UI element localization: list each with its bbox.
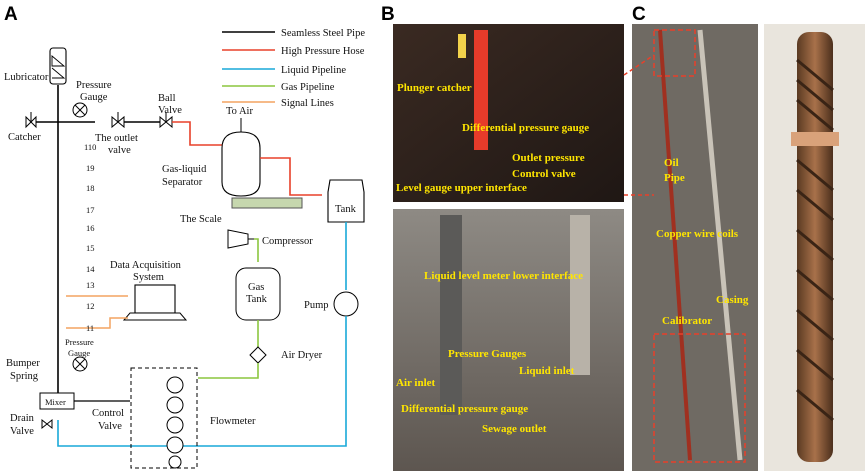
- control-valve-box: [130, 367, 198, 469]
- hose-to-separator: [172, 121, 222, 146]
- diff-gauge-top-label: Differential pressure gauge: [462, 122, 589, 134]
- photo-b-top: [393, 24, 624, 202]
- gas-tank-label-2: Tank: [246, 294, 268, 305]
- photo-c-rig: [632, 24, 758, 471]
- sewage-outlet-label: Sewage outlet: [482, 423, 547, 435]
- separator-icon: [221, 118, 261, 197]
- casing-label: Casing: [716, 294, 749, 306]
- scale-label: The Scale: [180, 214, 222, 225]
- air-inlet-label: Air inlet: [396, 377, 436, 389]
- legend: Seamless Steel Pipe High Pressure Hose L…: [222, 28, 365, 109]
- daq-label-2: System: [133, 272, 164, 283]
- flowmeter-array: [166, 376, 184, 469]
- panel-label-b: B: [381, 4, 395, 25]
- outlet-valve-label: The outlet: [95, 133, 138, 144]
- laptop-icon: [122, 284, 188, 321]
- scale-11: 11: [86, 323, 94, 333]
- legend-steel: Seamless Steel Pipe: [281, 28, 365, 39]
- diff-gauge-bottom-label: Differential pressure gauge: [401, 403, 528, 415]
- bumper-label-2: Spring: [10, 371, 39, 382]
- separator-label-2: Separator: [162, 177, 203, 188]
- pressure-gauges-label: Pressure Gauges: [448, 348, 527, 360]
- outlet-pressure-label: Outlet pressure: [512, 152, 585, 164]
- scale-15: 15: [86, 243, 95, 253]
- plunger-rod: [791, 32, 839, 462]
- ball-valve-label-2: Valve: [158, 105, 182, 116]
- pressure-gauge-label-2: Gauge: [80, 92, 108, 103]
- scale-17: 17: [86, 205, 95, 215]
- pump-icon: [333, 291, 359, 317]
- pressure-gauge-label: Pressure: [76, 80, 112, 91]
- pipe-label: Pipe: [664, 172, 685, 184]
- level-upper-label: Level gauge upper interface: [396, 182, 527, 194]
- control-valve-label: Control: [92, 408, 124, 419]
- top-highlight-box: [653, 29, 696, 77]
- copper-coils-label: Copper wire coils: [656, 228, 739, 240]
- separator-label: Gas-liquid: [162, 164, 207, 175]
- pressure-gauge-bottom-label-2: Gauge: [68, 348, 90, 358]
- scale-16: 16: [86, 223, 95, 233]
- air-dryer-label: Air Dryer: [281, 350, 323, 361]
- ball-valve-icon: [159, 112, 173, 129]
- mixer-label: Mixer: [45, 397, 66, 407]
- bumper-label: Bumper: [6, 358, 40, 369]
- panel-label-c: C: [632, 4, 646, 25]
- tank-icon: [327, 179, 365, 223]
- scale-13: 13: [86, 280, 95, 290]
- catcher-label: Catcher: [8, 132, 41, 143]
- scale-14: 14: [86, 264, 95, 274]
- legend-liquid: Liquid Pipeline: [281, 65, 346, 76]
- legend-hose: High Pressure Hose: [281, 46, 365, 57]
- tank-label: Tank: [335, 204, 357, 215]
- compressor-label: Compressor: [262, 236, 313, 247]
- liquid-inlet-label: Liquid inlet: [519, 365, 575, 377]
- drain-label: Drain: [10, 413, 35, 424]
- plunger-catcher-label: Plunger catcher: [397, 82, 472, 94]
- lubricator-icon: [49, 47, 67, 85]
- pump-label: Pump: [304, 300, 329, 311]
- flowmeter-label: Flowmeter: [210, 416, 256, 427]
- legend-signal: Signal Lines: [281, 98, 334, 109]
- bottom-highlight-box: [653, 333, 746, 463]
- scale-12: 12: [86, 301, 95, 311]
- scale-110: 110: [84, 142, 96, 152]
- legend-gas: Gas Pipeline: [281, 82, 335, 93]
- compressor-icon: [227, 229, 249, 249]
- control-valve-photo-label: Control valve: [512, 168, 576, 180]
- drain-label-2: Valve: [10, 426, 34, 437]
- panel-label-a: A: [4, 4, 18, 25]
- daq-label: Data Acquisition: [110, 260, 182, 271]
- lubricator-label: Lubricator: [4, 72, 49, 83]
- scale-19: 19: [86, 163, 95, 173]
- to-air-label: To Air: [226, 106, 253, 117]
- pipe-scale: 110 19 18 17 16 15 14 13 12 11: [84, 142, 96, 333]
- calibrator-label: Calibrator: [662, 315, 712, 327]
- scale-18: 18: [86, 183, 95, 193]
- outlet-valve-label-2: valve: [108, 145, 131, 156]
- drain-valve-icon: [41, 418, 53, 430]
- catcher-valve-icon: [25, 112, 37, 129]
- ball-valve-label: Ball: [158, 93, 176, 104]
- scale-icon: [231, 197, 303, 209]
- control-valve-label-2: Valve: [98, 421, 122, 432]
- oil-label: Oil: [664, 157, 679, 169]
- outlet-valve-icon: [111, 112, 125, 129]
- level-lower-label: Liquid level meter lower interface: [424, 270, 583, 282]
- gas-tank-label: Gas: [248, 282, 264, 293]
- pressure-gauge-bottom-label: Pressure: [65, 337, 94, 347]
- air-dryer-icon: [249, 346, 267, 364]
